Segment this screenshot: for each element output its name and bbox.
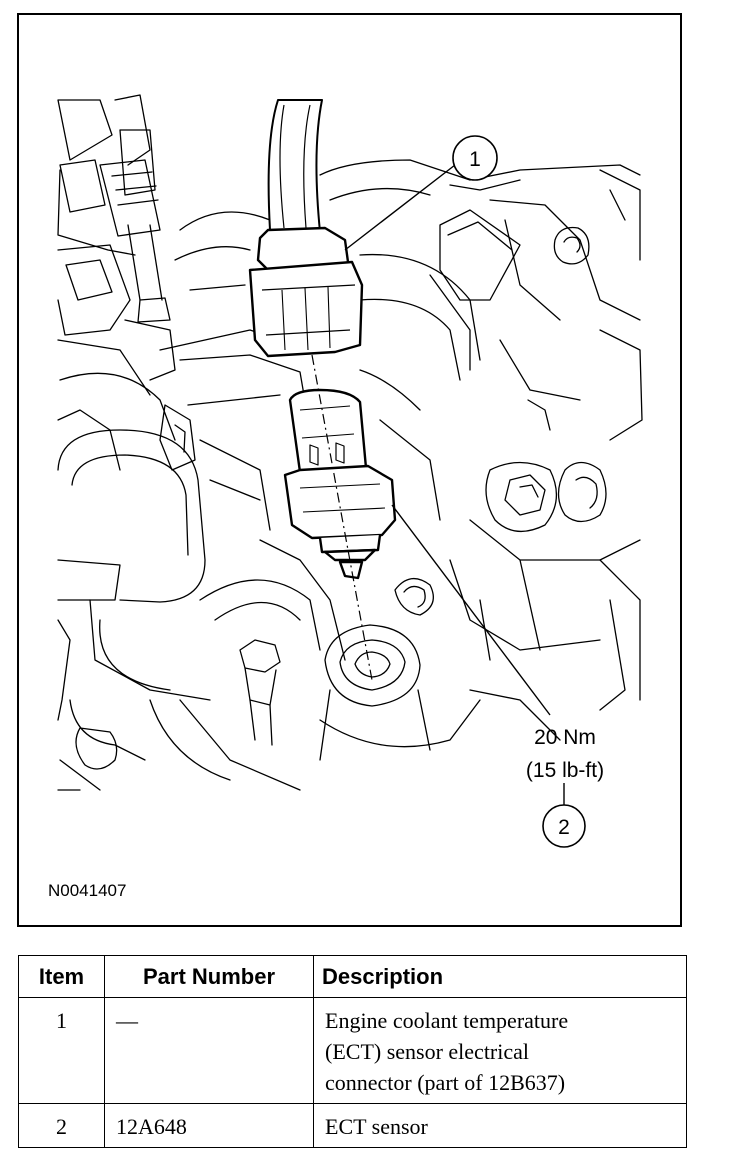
row-1-part-number: — [104,997,314,1104]
torque-lbft-label: (15 lb-ft) [526,759,604,782]
row-1-description: Engine coolant temperature (ECT) sensor … [313,997,687,1104]
torque-nm-label: 20 Nm [534,726,596,749]
callout-1-leader [344,164,456,251]
header-item: Item [18,955,105,998]
callout-1-circle [452,135,498,181]
row-2-description: ECT sensor [313,1103,687,1148]
table-row: 1 — Engine coolant temperature (ECT) sen… [18,997,687,1104]
callout-2-label: 2 [558,816,570,839]
row-1-item: 1 [18,997,105,1104]
row-2-item: 2 [18,1103,105,1148]
row-1-description-line: (ECT) sensor electrical [325,1039,530,1064]
table-row: 2 12A648 ECT sensor [18,1103,687,1148]
table-header-row: Item Part Number Description [18,955,687,998]
row-2-part-number: 12A648 [104,1103,314,1148]
header-part-number: Part Number [104,955,314,998]
header-description: Description [313,955,687,998]
installation-centerline [311,354,373,681]
engine-background-linework [57,94,643,791]
parts-table: Item Part Number Description 1 — Engine … [18,955,687,1148]
ect-connector-shape [248,99,364,358]
callout-1-label: 1 [469,148,481,171]
callout-2-leader [391,504,551,716]
callout-2-circle [542,804,586,848]
figure-id-label: N0041407 [48,881,126,900]
row-2-description-line: ECT sensor [325,1114,428,1139]
ect-sensor-shape [283,388,397,580]
row-1-description-line: connector (part of 12B637) [325,1070,566,1095]
row-1-description-line: Engine coolant temperature [325,1008,569,1033]
